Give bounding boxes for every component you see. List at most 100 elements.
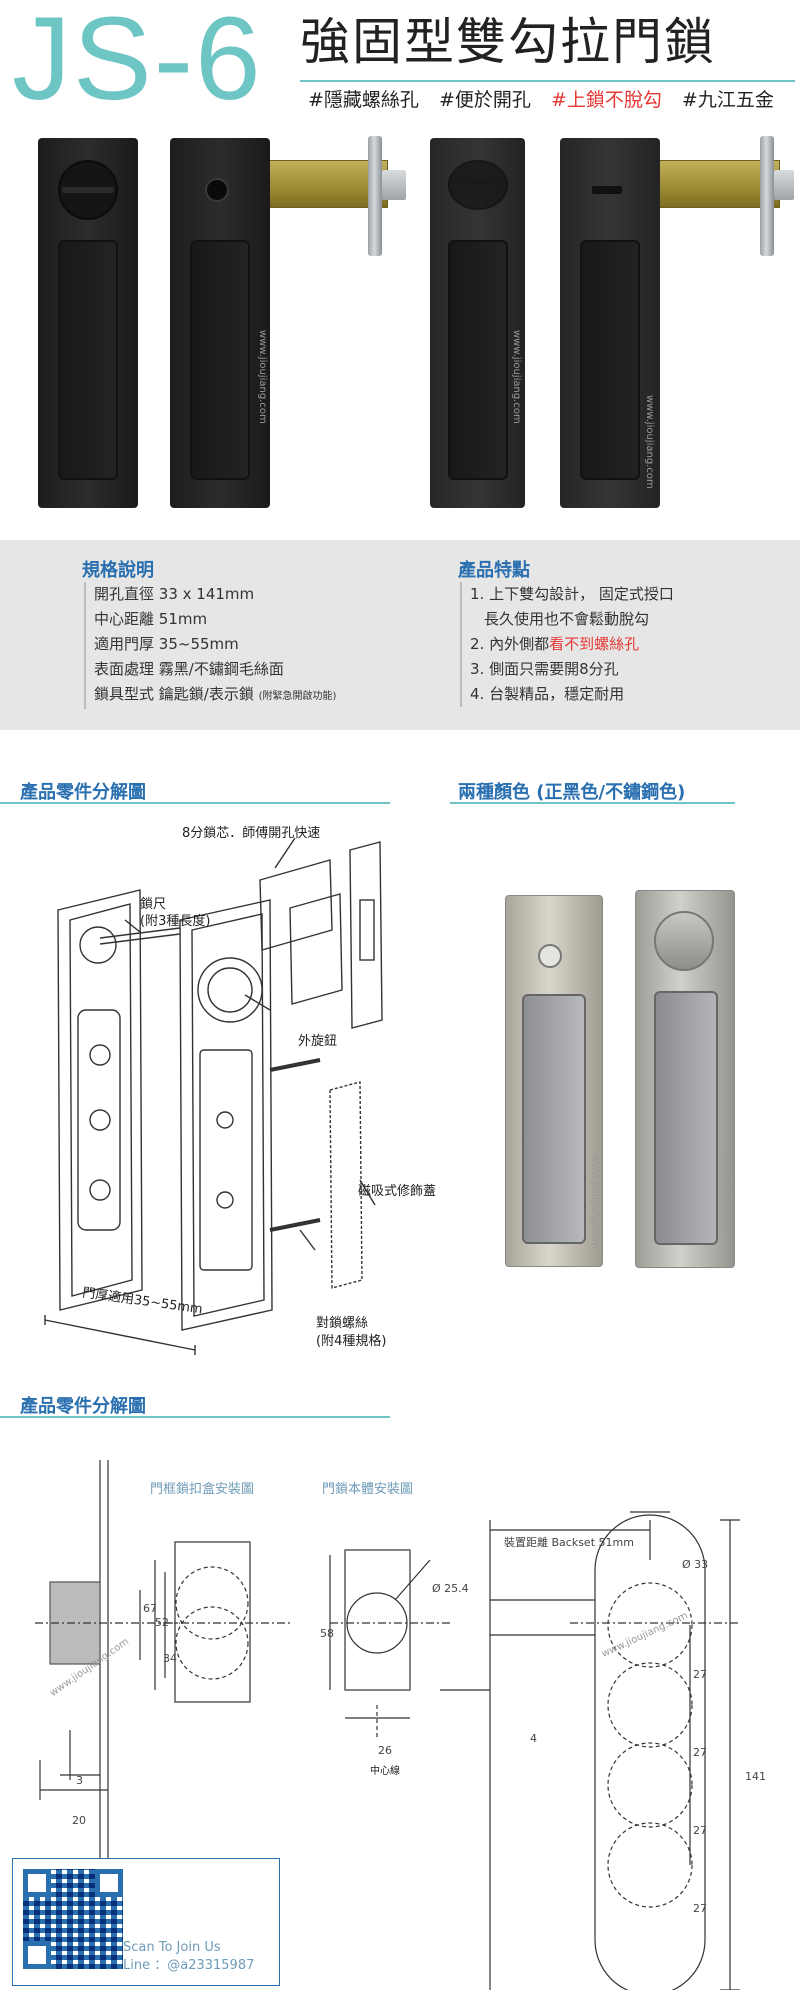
steel-thumbturn bbox=[654, 911, 714, 971]
frame-title: 門框鎖扣盒安裝圖 bbox=[150, 1482, 255, 1497]
feature-highlight: 看不到螺絲孔 bbox=[549, 635, 640, 653]
exploded-title: 產品零件分解圖 bbox=[20, 782, 146, 803]
qr-finder-tl bbox=[23, 1869, 51, 1897]
watermark-2: www.jioujiang.com bbox=[511, 330, 522, 424]
spec-label: 表面處理 bbox=[94, 660, 155, 678]
colors-title: 兩種顏色 (正黑色/不鏽鋼色) bbox=[458, 782, 686, 803]
steel-recess bbox=[654, 991, 718, 1245]
spec-value: 33 x 141mm bbox=[158, 585, 255, 603]
satin-indicator-slot bbox=[538, 944, 562, 968]
qr-scan-text: Scan To Join Us bbox=[123, 1940, 221, 1955]
model-number: JS-6 bbox=[12, 0, 263, 125]
tag-hidden-screw: #隱藏螺絲孔 bbox=[308, 89, 419, 111]
latch-body-1 bbox=[258, 160, 388, 208]
backset-label: 裝置距離 Backset 51mm bbox=[504, 1536, 634, 1549]
feature-text: 2. 內外側都 bbox=[470, 635, 550, 653]
plate-recess-3 bbox=[448, 240, 508, 480]
spec-value: 霧黑/不鏽鋼毛絲面 bbox=[158, 660, 284, 678]
spec-note: (附緊急開啟功能) bbox=[258, 691, 337, 702]
color-swatch-satin bbox=[505, 895, 603, 1267]
spec-row: 適用門厚 35~55mm bbox=[94, 632, 336, 657]
plate-recess-2 bbox=[190, 240, 250, 480]
watermark-5: www.jioujiang.com bbox=[722, 1150, 733, 1244]
tag-easy-drill: #便於開孔 bbox=[438, 89, 531, 111]
label-screws: 對鎖螺絲 bbox=[316, 1316, 369, 1331]
feature-item: 3. 側面只需要開8分孔 bbox=[470, 657, 674, 682]
satin-recess bbox=[522, 994, 586, 1244]
tag-no-unhook: #上鎖不脫勾 bbox=[550, 89, 662, 111]
features-list: 1. 上下雙勾設計， 固定式授口 長久使用也不會鬆動脫勾 2. 內外側都看不到螺… bbox=[460, 582, 674, 707]
spec-value: 鑰匙鎖/表示鎖 bbox=[158, 685, 254, 703]
spec-band bbox=[0, 540, 800, 730]
spec-title: 規格說明 bbox=[82, 560, 154, 581]
latch-faceplate-2 bbox=[760, 136, 774, 256]
dim-27-d: 27 bbox=[693, 1902, 707, 1915]
tag-list: #隱藏螺絲孔 #便於開孔 #上鎖不脫勾 #九江五金 bbox=[308, 88, 788, 112]
install-diagram bbox=[35, 1460, 740, 1990]
dim-34: 34 bbox=[163, 1652, 177, 1665]
feature-item: 4. 台製精品，穩定耐用 bbox=[470, 682, 674, 707]
spec-row: 中心距離 51mm bbox=[94, 607, 336, 632]
qr-code[interactable] bbox=[23, 1869, 123, 1969]
feature-text: 1. 上下雙勾設計， 固定式授口 bbox=[470, 585, 674, 603]
spec-row: 鎖具型式 鑰匙鎖/表示鎖 (附緊急開啟功能) bbox=[94, 682, 336, 709]
latch-body-2 bbox=[650, 160, 780, 208]
center-line-label: 中心線 bbox=[370, 1766, 400, 1777]
label-screws-note: (附4種規格) bbox=[316, 1334, 387, 1349]
dim-26: 26 bbox=[378, 1744, 392, 1757]
feature-item: 長久使用也不會鬆動脫勾 bbox=[470, 607, 674, 632]
qr-finder-bl bbox=[23, 1941, 51, 1969]
label-core: 8分鎖芯．師傅開孔快速 bbox=[182, 826, 321, 841]
dim-27-c: 27 bbox=[693, 1824, 707, 1837]
exploded-diagram bbox=[44, 837, 383, 1355]
label-cover: 磁吸式修飾蓋 bbox=[358, 1184, 437, 1199]
label-spindle: 鎖尺 bbox=[140, 897, 167, 912]
qr-line-id[interactable]: Line ：@a23315987 bbox=[123, 1958, 255, 1973]
label-knob: 外旋鈕 bbox=[298, 1034, 338, 1049]
watermark-3: www.jioujiang.com bbox=[644, 395, 655, 489]
feature-text: 長久使用也不會鬆動脫勾 bbox=[484, 610, 650, 628]
watermark-1: www.jioujiang.com bbox=[257, 330, 268, 424]
indicator-slot bbox=[592, 186, 622, 194]
body-title: 門鎖本體安裝圖 bbox=[322, 1482, 414, 1497]
product-title: 強固型雙勾拉門鎖 bbox=[300, 13, 716, 71]
spec-value: 35~55mm bbox=[158, 635, 239, 653]
install-title: 產品零件分解圖 bbox=[20, 1396, 146, 1417]
spec-label: 開孔直徑 bbox=[94, 585, 155, 603]
dim-25-4: Ø 25.4 bbox=[432, 1582, 469, 1595]
feature-item: 1. 上下雙勾設計， 固定式授口 bbox=[470, 582, 674, 607]
dim-67: 67 bbox=[143, 1602, 157, 1615]
plate-recess-1 bbox=[58, 240, 118, 480]
dim-4: 4 bbox=[530, 1732, 537, 1745]
features-title: 產品特點 bbox=[458, 560, 530, 581]
spec-list: 開孔直徑 33 x 141mm 中心距離 51mm 適用門厚 35~55mm 表… bbox=[84, 582, 336, 709]
spec-label: 鎖具型式 bbox=[94, 685, 155, 703]
spec-label: 中心距離 bbox=[94, 610, 155, 628]
qr-panel: Scan To Join Us Line ：@a23315987 bbox=[12, 1858, 280, 1986]
tag-brand: #九江五金 bbox=[681, 89, 774, 111]
spec-label: 適用門厚 bbox=[94, 635, 155, 653]
dim-141: 141 bbox=[745, 1770, 766, 1783]
dim-27-b: 27 bbox=[693, 1746, 707, 1759]
spec-row: 開孔直徑 33 x 141mm bbox=[94, 582, 336, 607]
thumbturn-knob-3 bbox=[448, 160, 508, 210]
install-rule bbox=[0, 1416, 390, 1418]
latch-bolt-1 bbox=[382, 170, 406, 200]
latch-faceplate-1 bbox=[368, 136, 382, 256]
spec-value: 51mm bbox=[158, 610, 208, 628]
watermark-4: www.jioujiang.com bbox=[589, 1155, 600, 1249]
dim-33: Ø 33 bbox=[682, 1558, 709, 1571]
qr-finder-tr bbox=[95, 1869, 123, 1897]
colors-rule bbox=[450, 802, 735, 804]
plate-recess-4 bbox=[580, 240, 640, 480]
latch-bolt-2 bbox=[774, 170, 794, 200]
color-swatch-steel bbox=[635, 890, 735, 1268]
dim-27-a: 27 bbox=[693, 1668, 707, 1681]
dim-52: 52 bbox=[155, 1616, 169, 1629]
header-divider bbox=[300, 80, 795, 82]
exploded-rule bbox=[0, 802, 390, 804]
label-spindle-note: (附3種長度) bbox=[140, 914, 211, 929]
feature-text: 4. 台製精品，穩定耐用 bbox=[470, 685, 625, 703]
key-cylinder bbox=[205, 178, 229, 202]
dim-58: 58 bbox=[320, 1627, 334, 1640]
